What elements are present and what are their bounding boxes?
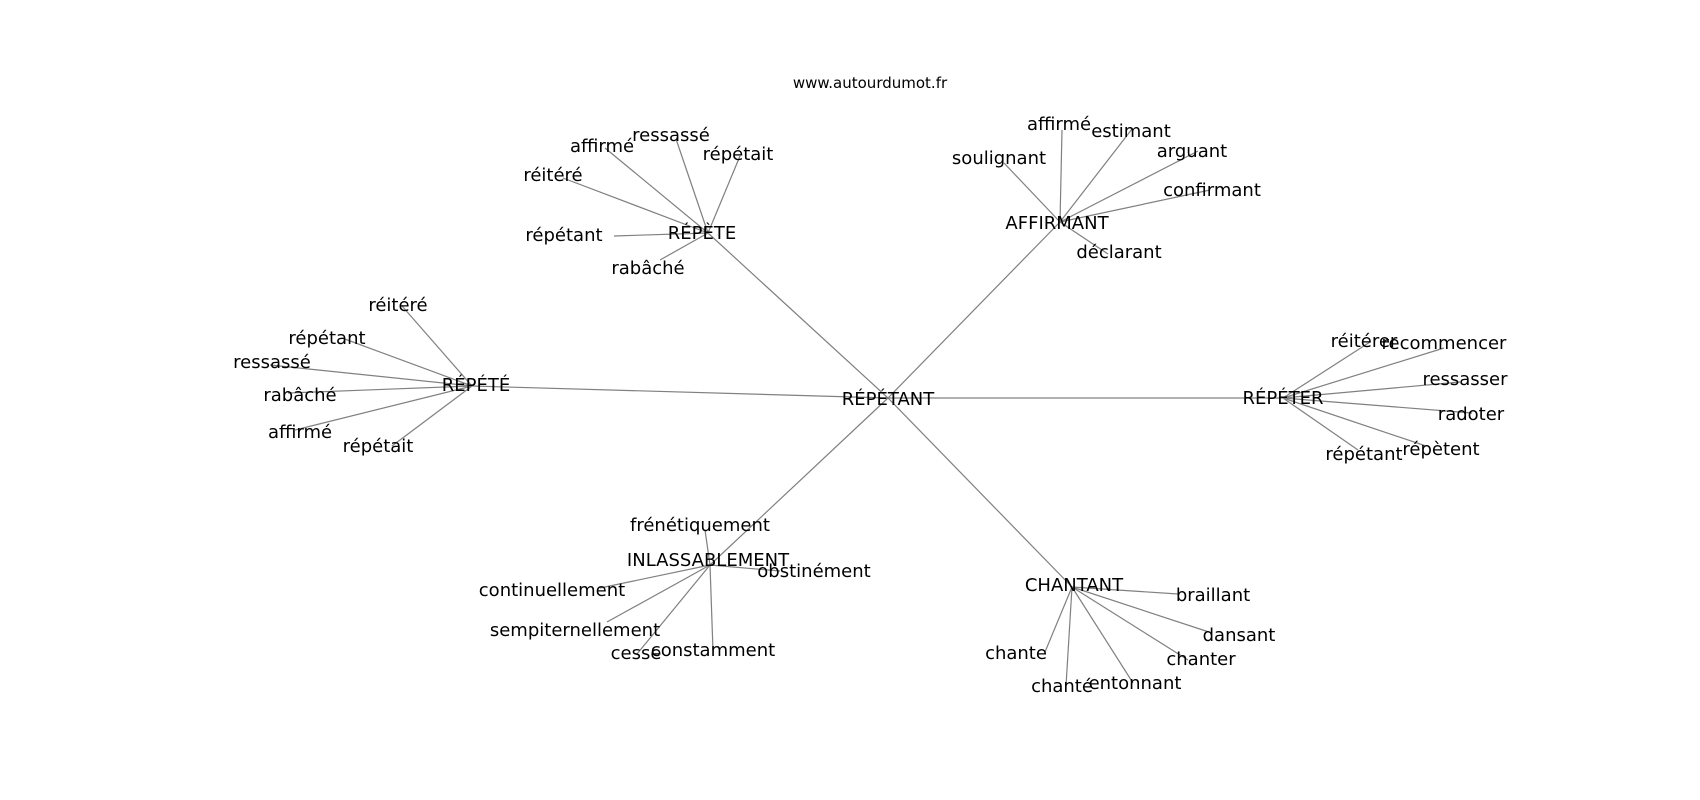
edge-affirmant-to-affirme [1059,129,1063,223]
edge-center-to-repete [471,385,889,399]
edge-chantant-to-chanter [1071,586,1189,661]
leaf-node-repete-repetant[interactable]: répétant [288,328,365,349]
leaf-node-affirmant-arguant[interactable]: arguant [1157,141,1227,162]
edge-repete-to-ressasse [675,138,709,234]
leaf-node-repete-rabache[interactable]: rabâché [611,258,684,279]
leaf-node-chantant-chante[interactable]: chante [985,643,1047,664]
leaf-node-inlassablement-constamment[interactable]: constamment [651,640,775,661]
leaf-node-repeter-radoter[interactable]: radoter [1438,404,1505,425]
edge-repeter-to-ressasser [1282,381,1461,399]
edge-repeter-to-radoter [1282,397,1473,414]
center-node-label[interactable]: RÉPÉTANT [842,388,935,410]
edge-center-to-affirmant [887,221,1061,399]
leaf-node-repete-ressasse[interactable]: ressassé [632,125,710,146]
leaf-node-inlassablement-continuellement[interactable]: continuellement [479,580,625,601]
leaf-node-repeter-repetant[interactable]: répétant [1325,444,1402,465]
edge-chantant-to-chante [1065,586,1073,687]
leaf-node-affirmant-estimant[interactable]: estimant [1091,121,1171,142]
hub-node-repete[interactable]: RÉPÉTÉ [442,374,510,396]
edge-inlassablement-to-frenetiquement [704,529,711,566]
edge-center-to-chantant [887,397,1073,588]
edge-inlassablement-to-continuellement [599,564,711,589]
leaf-node-repete-affirme[interactable]: affirmé [570,136,634,157]
edge-affirmant-to-soulignant [1003,162,1061,223]
edge-inlassablement-to-cesse [636,564,711,655]
edge-repeter-to-repetant [1282,397,1359,451]
leaf-node-repete-repetait[interactable]: répétait [703,144,774,165]
edge-chantant-to-chante [1044,586,1073,653]
hub-node-chantant[interactable]: CHANTANT [1025,575,1124,596]
edge-repete-to-repetant [613,232,709,237]
edge-inlassablement-to-sempiternellement [606,564,711,623]
leaf-node-affirmant-confirmant[interactable]: confirmant [1163,180,1261,201]
edge-affirmant-to-arguant [1059,150,1199,223]
leaf-node-inlassablement-sempiternellement[interactable]: sempiternellement [490,620,660,641]
edge-chantant-to-dansant [1071,586,1213,634]
edge-chantant-to-braillant [1071,586,1179,595]
leaf-node-inlassablement-obstinement[interactable]: obstinément [757,561,870,582]
edge-affirmant-to-declarant [1059,221,1109,255]
leaf-node-repeter-reiterer[interactable]: réitérer [1331,331,1398,352]
edge-chantant-to-entonnant [1071,586,1134,684]
edge-repete-to-affirme [604,147,709,234]
edge-inlassablement-to-obstinement [709,564,781,572]
edge-repeter-to-repetent [1282,397,1427,447]
edge-repete-to-reitere [562,177,709,234]
leaf-node-repeter-ressasser[interactable]: ressasser [1422,369,1508,390]
edge-repete-to-reitere [401,305,473,387]
edge-center-to-inlassablement [709,397,889,566]
edge-repeter-to-recommencer [1282,347,1445,399]
edge-repete-to-rabache [659,232,709,261]
edge-center-to-repete [707,232,889,399]
leaf-node-inlassablement-frenetiquement[interactable]: frénétiquement [630,515,770,536]
leaf-node-chantant-chanter[interactable]: chanter [1166,649,1236,670]
leaf-node-repete-rabache[interactable]: rabâché [263,385,336,406]
leaf-node-chantant-dansant[interactable]: dansant [1203,625,1276,646]
edge-affirmant-to-estimant [1059,128,1133,223]
hub-node-affirmant[interactable]: AFFIRMANT [1005,213,1109,234]
hub-node-repete[interactable]: RÉPÈTE [668,222,736,244]
leaf-node-chantant-braillant[interactable]: braillant [1176,585,1250,606]
leaf-node-affirmant-soulignant[interactable]: soulignant [952,148,1046,169]
leaf-node-affirmant-declarant[interactable]: déclarant [1076,242,1161,263]
leaf-node-repete-ressasse[interactable]: ressassé [233,352,311,373]
leaf-node-repete-repetait[interactable]: répétait [343,436,414,457]
hub-node-repeter[interactable]: RÉPÉTER [1243,387,1324,409]
leaf-node-inlassablement-cesse[interactable]: cesse [611,643,662,664]
source-label: www.autourdumot.fr [793,74,948,92]
hub-node-inlassablement[interactable]: INLASSABLEMENT [627,550,790,571]
leaf-node-repete-affirme[interactable]: affirmé [268,422,332,443]
leaf-node-repete-repetant[interactable]: répétant [525,225,602,246]
leaf-node-affirmant-affirme[interactable]: affirmé [1027,114,1091,135]
edge-affirmant-to-confirmant [1059,189,1211,223]
edge-repete-to-rabache [287,385,473,394]
edge-repete-to-repetait [391,385,473,447]
leaf-node-repete-reitere[interactable]: réitéré [368,295,427,316]
leaf-node-repeter-recommencer[interactable]: recommencer [1382,333,1508,354]
leaf-node-chantant-chante[interactable]: chanté [1031,676,1093,697]
leaf-node-repete-reitere[interactable]: réitéré [523,165,582,186]
edge-repeter-to-reiterer [1282,341,1371,399]
edge-repete-to-repetant [341,337,473,387]
edge-repete-to-repetait [707,155,741,234]
leaf-node-repeter-repetent[interactable]: répètent [1402,439,1479,460]
leaf-node-chantant-entonnant[interactable]: entonnant [1089,673,1182,694]
edge-inlassablement-to-constamment [709,564,714,652]
edge-repete-to-ressasse [269,364,473,387]
edge-repete-to-affirme [294,385,473,431]
